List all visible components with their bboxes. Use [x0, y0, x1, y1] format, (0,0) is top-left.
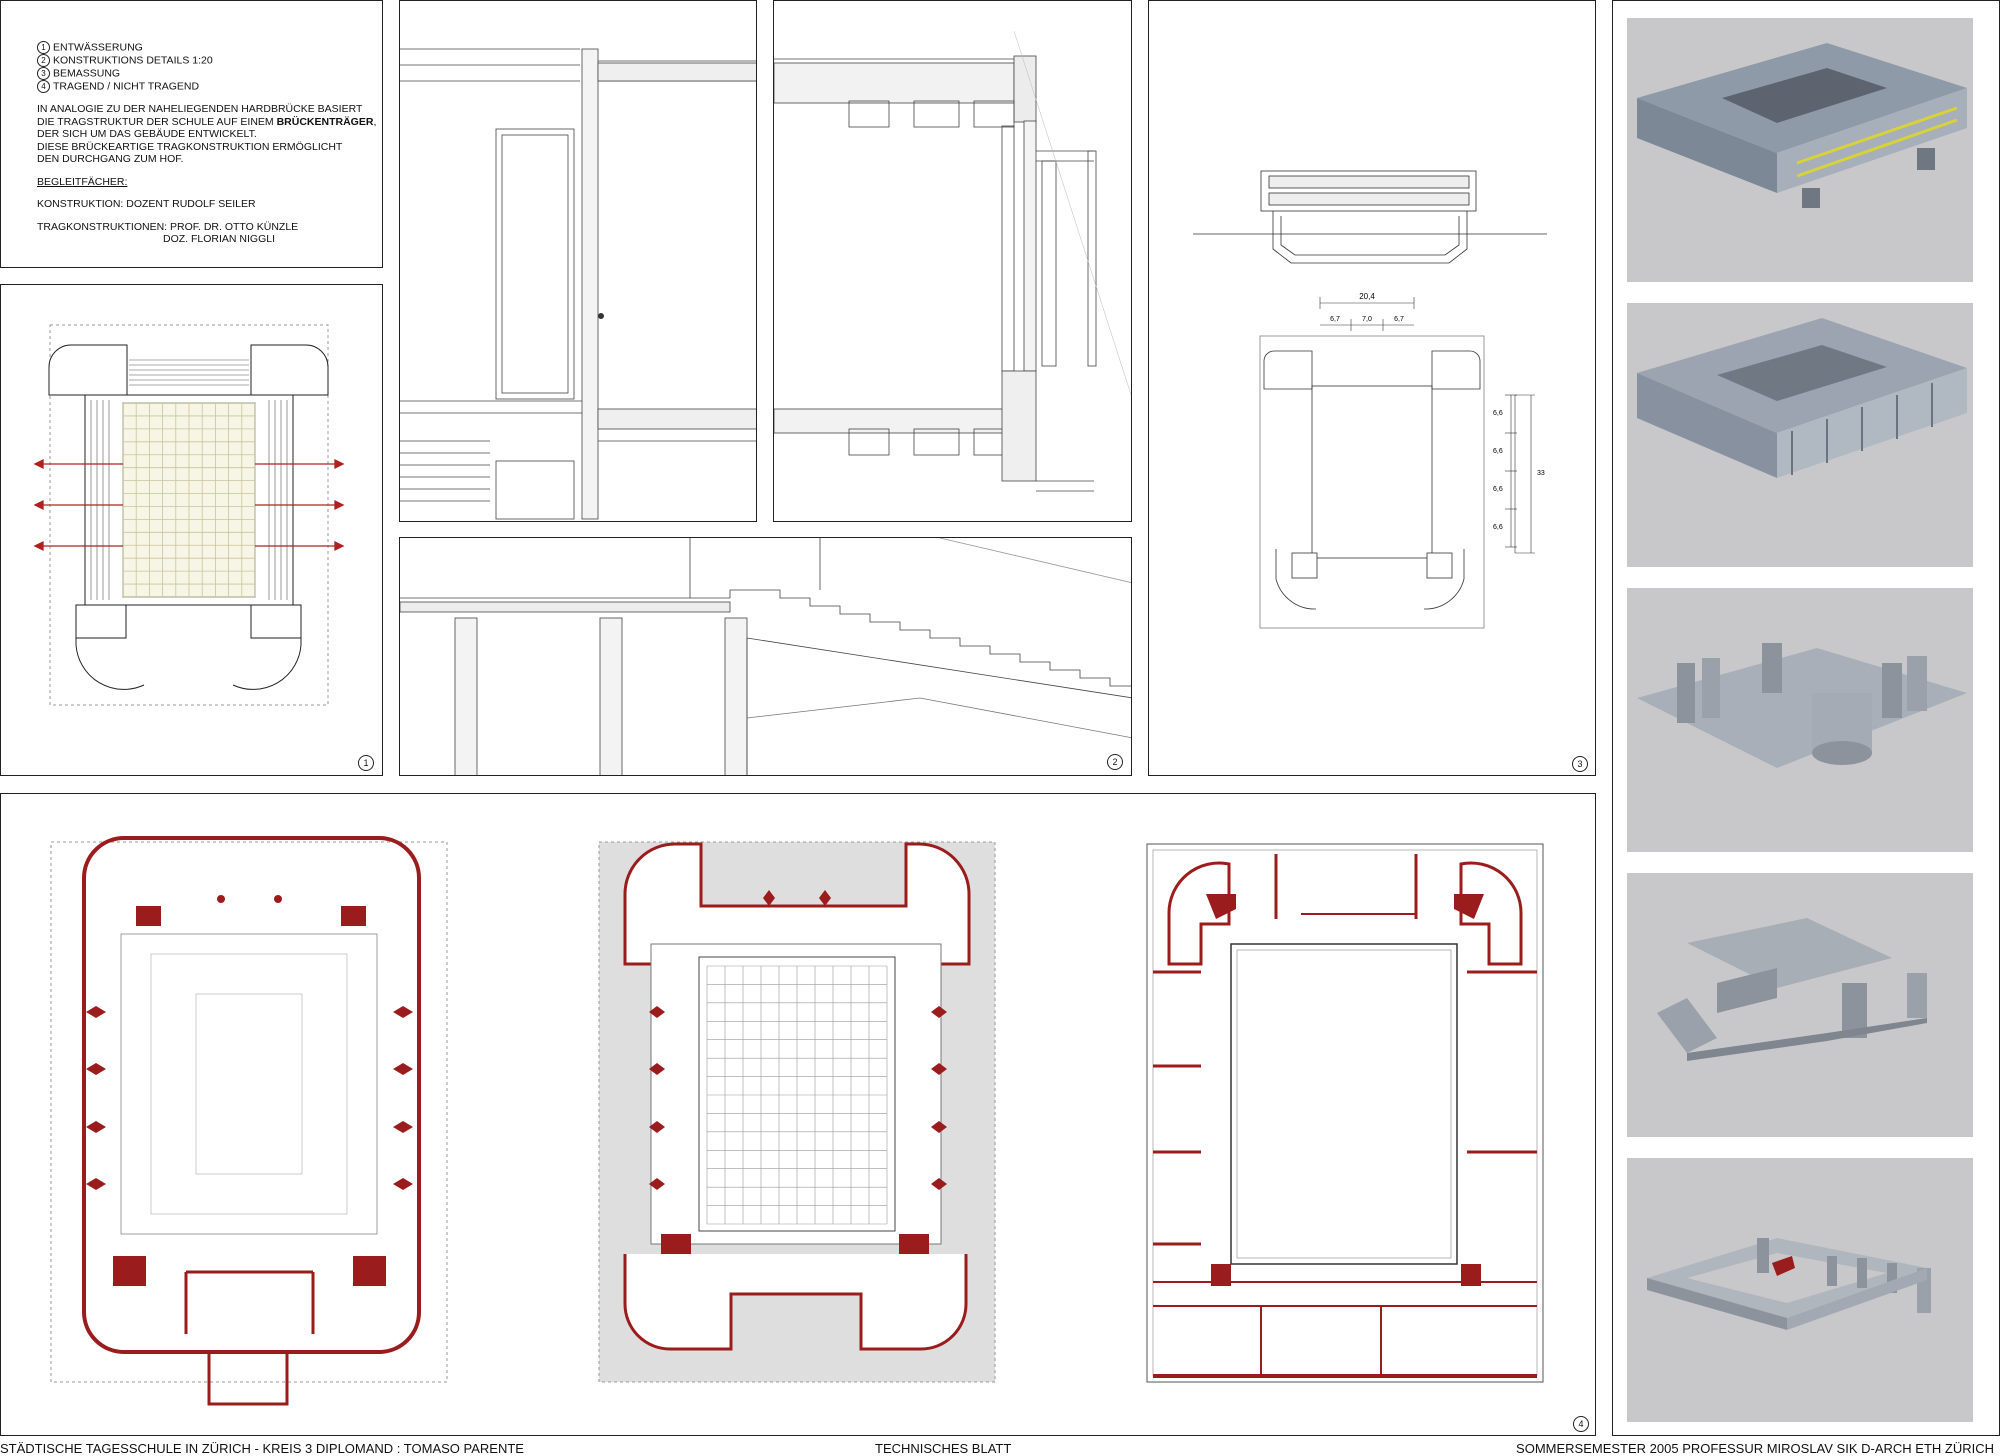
floor-plan-roof [1146, 843, 1544, 1383]
footer-right: SOMMERSEMESTER 2005 PROFESSUR MIROSLAV S… [1516, 1441, 1994, 1456]
svg-text:6,6: 6,6 [1493, 524, 1503, 531]
render-bridge-girder [1627, 1158, 1973, 1422]
floor-plan-ground [50, 836, 448, 1406]
svg-text:6,6: 6,6 [1493, 448, 1503, 455]
floor-plan-upper [598, 841, 996, 1383]
stair-section-panel: 2 [399, 537, 1132, 776]
svg-text:6,7: 6,7 [1330, 316, 1340, 323]
drainage-plan-drawing [33, 324, 345, 706]
footer-left: STÄDTISCHE TAGESSCHULE IN ZÜRICH - KREIS… [0, 1441, 524, 1456]
dimensions-panel: 20,4 6,7 7,0 6,7 6,6 6,6 6,6 6,6 33 3 [1148, 0, 1596, 776]
svg-text:6,6: 6,6 [1493, 410, 1503, 417]
description-paragraph: IN ANALOGIE ZU DER NAHELIEGENDEN HARDBRÜ… [37, 103, 377, 165]
drainage-plan-panel: 1 [0, 284, 383, 776]
svg-text:7,0: 7,0 [1362, 316, 1372, 323]
section-detail-right-panel [773, 0, 1132, 522]
dimensions-drawing: 20,4 6,7 7,0 6,7 6,6 6,6 6,6 6,6 33 [1193, 170, 1547, 629]
begleitfaecher-heading: BEGLEITFÄCHER: [37, 175, 128, 188]
svg-text:33: 33 [1537, 470, 1545, 477]
render-structure-frame [1627, 303, 1973, 567]
section-detail-left-drawing [400, 48, 756, 520]
stair-section-drawing [400, 538, 1131, 775]
panel-marker-1: 1 [358, 755, 374, 771]
floor-plans-panel: 4 [0, 793, 1596, 1436]
render-full-building [1627, 18, 1973, 282]
render-roof-grid [1627, 873, 1973, 1137]
svg-text:20,4: 20,4 [1359, 292, 1375, 301]
section-detail-left-panel [399, 0, 757, 522]
panel-marker-3: 3 [1572, 756, 1588, 772]
footer-center: TECHNISCHES BLATT [875, 1441, 1012, 1456]
svg-text:6,6: 6,6 [1493, 486, 1503, 493]
panel-marker-4: 4 [1573, 1416, 1589, 1432]
section-detail-right-drawing [774, 30, 1131, 492]
panel-marker-2: 2 [1107, 754, 1123, 770]
konstruktion-credit: KONSTRUKTION: DOZENT RUDOLF SEILER [37, 198, 256, 210]
render-ground-level [1627, 588, 1973, 852]
tragkonstruktion-credit: TRAGKONSTRUKTIONEN: PROF. DR. OTTO KÜNZL… [37, 220, 299, 246]
floor-plans-drawing [50, 836, 1544, 1406]
svg-text:6,7: 6,7 [1394, 316, 1404, 323]
